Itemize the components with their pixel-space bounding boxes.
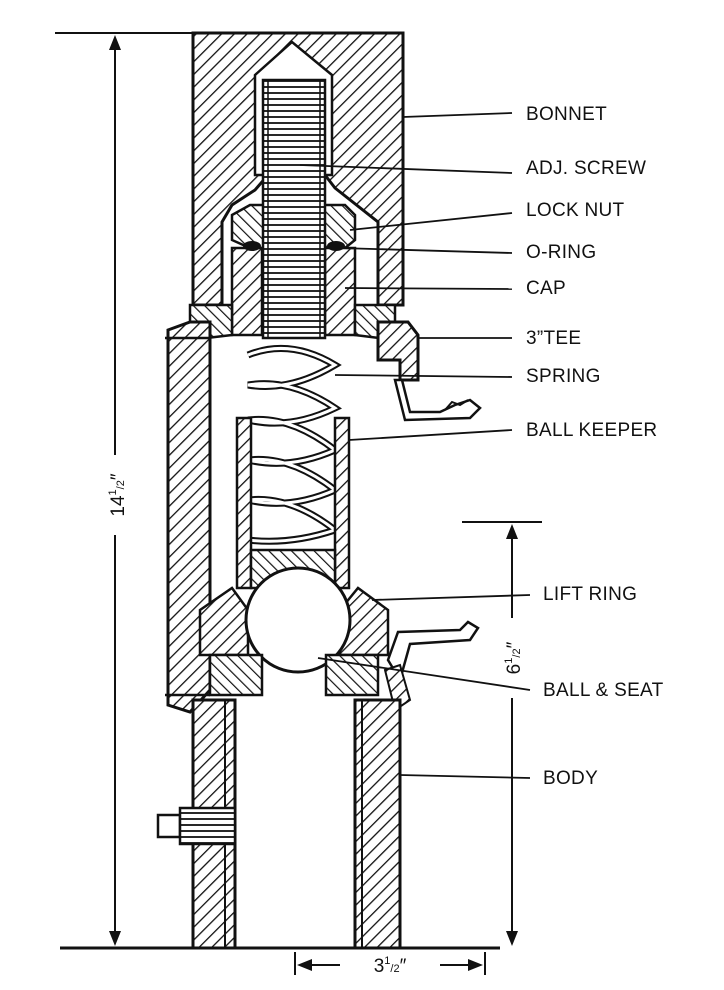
label-body: BODY (543, 768, 598, 789)
lower-lever (383, 620, 480, 712)
label-ball-keeper: BALL KEEPER (526, 420, 657, 441)
svg-text:141/2″: 141/2″ (107, 473, 129, 516)
label-o-ring: O-RING (526, 242, 596, 263)
width-dimension (294, 952, 486, 975)
leader-lines (299, 112, 531, 779)
overall-height-dimension (55, 32, 195, 946)
lower-height-dimension (462, 521, 542, 946)
width-label: 31/2″ (374, 955, 407, 977)
svg-text:61/2″: 61/2″ (503, 641, 525, 674)
label-adj-screw: ADJ. SCREW (526, 158, 646, 179)
drain-plug (156, 806, 237, 846)
lower-height-label: 61/2″ (503, 641, 525, 674)
label-tee: 3”TEE (526, 328, 581, 349)
label-bonnet: BONNET (526, 104, 607, 125)
label-lift-ring: LIFT RING (543, 584, 637, 605)
spring-part (246, 344, 343, 545)
label-ball-seat: BALL & SEAT (543, 680, 664, 701)
upper-lever (393, 378, 482, 422)
ball-seat-part (208, 566, 380, 697)
label-cap: CAP (526, 278, 566, 299)
label-spring: SPRING (526, 366, 601, 387)
overall-height-label: 141/2″ (107, 473, 129, 516)
label-lock-nut: LOCK NUT (526, 200, 625, 221)
adjustment-screw-part (261, 78, 327, 340)
